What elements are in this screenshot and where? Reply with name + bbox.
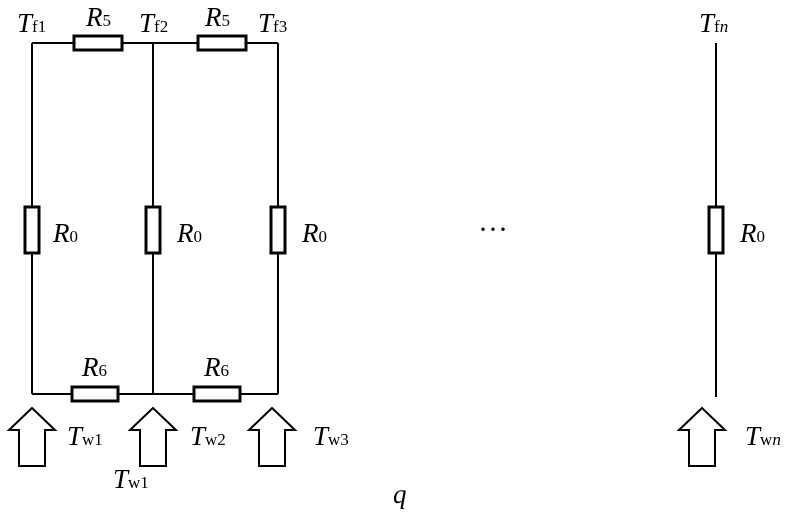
label-tf2: Tf2: [139, 8, 168, 38]
label-r6-right: R6: [203, 352, 229, 382]
resistor-r5-right: [196, 34, 248, 52]
label-tw3: Tw3: [313, 421, 349, 451]
heat-arrow-1: [6, 406, 58, 467]
label-tw1: Tw1: [67, 421, 103, 451]
heat-arrows: [6, 406, 728, 467]
heat-arrow-2: [127, 406, 179, 467]
label-tw1-bottom: Tw1: [113, 464, 149, 494]
label-tf1: Tf1: [17, 8, 46, 38]
label-tf3: Tf3: [258, 8, 287, 38]
label-heat-flux-q: q: [393, 479, 407, 509]
resistor-r6-right: [192, 385, 242, 403]
label-r5-left: R5: [85, 2, 111, 32]
label-r0-n: R0: [739, 218, 765, 248]
circuit-wires: [31, 42, 717, 397]
label-r0-1: R0: [52, 218, 78, 248]
label-r0-3: R0: [301, 218, 327, 248]
label-tfn: Tfn: [699, 8, 728, 38]
label-tw2: Tw2: [190, 421, 226, 451]
resistor-r0-2: [144, 205, 162, 255]
resistor-bodies: [23, 34, 725, 403]
label-r0-2: R0: [176, 218, 202, 248]
ellipsis: ···: [478, 213, 508, 246]
resistor-r6-left: [70, 385, 120, 403]
resistor-r0-3: [269, 205, 287, 255]
heat-arrow-3: [246, 406, 298, 467]
resistor-r0-1: [23, 205, 41, 255]
label-r6-left: R6: [81, 352, 107, 382]
resistor-r5-left: [72, 34, 124, 52]
label-twn: Twn: [745, 421, 781, 451]
label-r5-right: R5: [204, 2, 230, 32]
heat-arrow-n: [676, 406, 728, 467]
resistor-r0-n: [707, 205, 725, 255]
